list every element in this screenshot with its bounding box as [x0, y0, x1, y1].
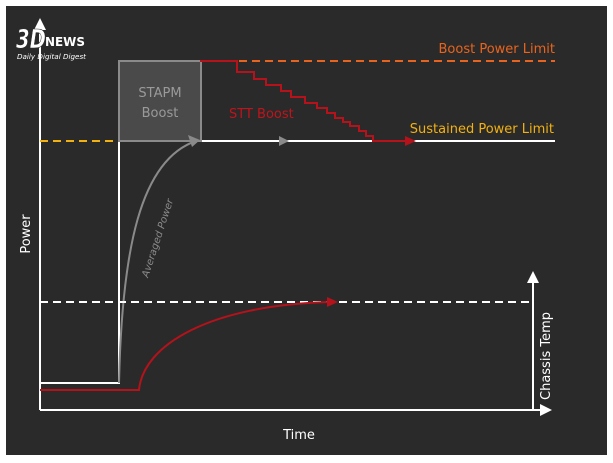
- chassis-temp-arrow-icon: [327, 297, 338, 307]
- chassis-temp-curve: [40, 301, 331, 391]
- chassis-temp-label: Chassis Temp: [539, 312, 554, 400]
- stapm-boost-label-line1: STAPM: [138, 86, 181, 101]
- x-axis-label: Time: [282, 428, 315, 443]
- logo-3d: 3D: [16, 25, 46, 55]
- chassis-temp-axis-arrow-icon: [527, 271, 539, 283]
- y-axis-label: Power: [19, 214, 34, 254]
- y-axis-arrow-icon: [34, 18, 46, 30]
- averaged-power-curve: [118, 140, 197, 384]
- stapm-boost-box: [118, 60, 202, 142]
- boost-power-limit-label: Boost Power Limit: [439, 42, 556, 57]
- stt-boost-curve: [200, 60, 412, 142]
- stt-boost-arrow-icon: [405, 136, 416, 146]
- x-axis-arrow-icon: [540, 404, 552, 416]
- diagram-background: [6, 6, 607, 455]
- logo: 3D NEWS Daily Digital Digest: [16, 25, 87, 61]
- logo-news: NEWS: [45, 35, 85, 49]
- averaged-power-arrow-icon: [188, 135, 200, 147]
- logo-tagline: Daily Digital Digest: [17, 53, 86, 61]
- stapm-boost-label-line2: Boost: [142, 106, 179, 121]
- sustained-arrow-icon: [279, 136, 289, 146]
- stt-boost-label: STT Boost: [229, 107, 294, 122]
- sustained-power-limit-label: Sustained Power Limit: [410, 122, 554, 137]
